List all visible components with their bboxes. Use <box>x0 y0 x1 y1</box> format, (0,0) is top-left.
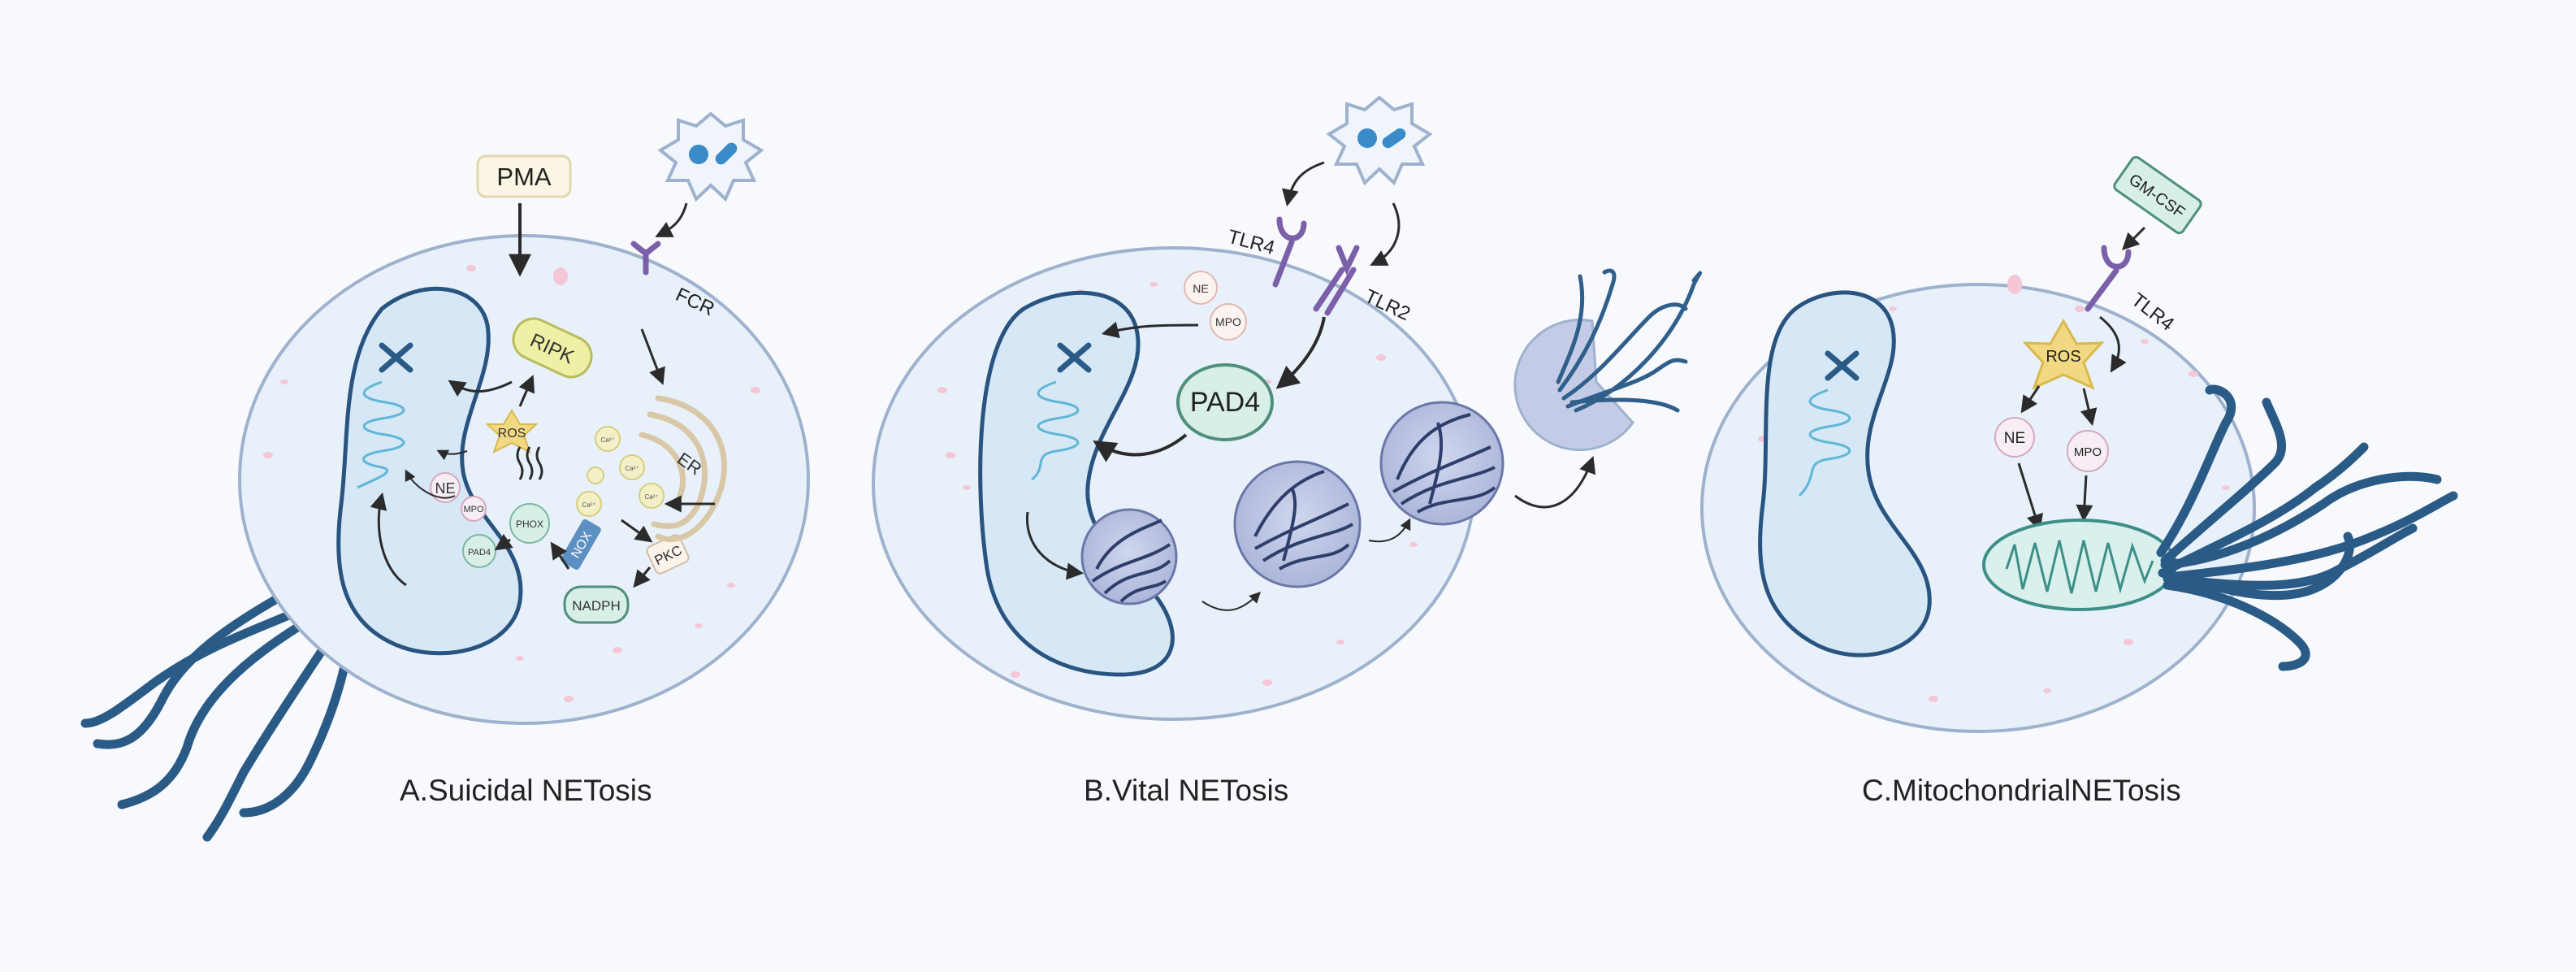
caption-panel-c: C.MitochondrialNETosis <box>1862 774 2181 807</box>
svg-text:Ca²⁺: Ca²⁺ <box>582 501 595 509</box>
panel-b: TLR4 TLR2 NE MPO PAD4 <box>872 95 1703 721</box>
pathogen-icon-b <box>1326 95 1433 186</box>
released-net-b <box>1513 268 1703 452</box>
mpo-label-a: MPO <box>463 505 484 514</box>
dna-coil-a <box>357 380 405 489</box>
ros-label-c: ROS <box>2046 348 2080 366</box>
svg-text:Ca²⁺: Ca²⁺ <box>600 436 614 444</box>
pma-box <box>476 154 572 198</box>
panel-c: GM-CSF TLR4 ROS NE MPO <box>1700 155 2458 733</box>
dna-coil-b <box>1031 380 1080 481</box>
ros-star-a <box>485 409 539 453</box>
dna-coil-c <box>1798 388 1851 497</box>
caption-panel-b: B.Vital NETosis <box>1084 774 1289 807</box>
svg-text:Ca²⁺: Ca²⁺ <box>625 465 639 472</box>
chromosome-icon-b <box>1057 342 1092 373</box>
nox-box <box>561 519 601 571</box>
fcr-receptor-a <box>630 241 661 276</box>
pathogen-icon-a <box>657 111 764 202</box>
chromosome-icon-c <box>1825 350 1859 381</box>
mitochondrion-c <box>1982 519 2177 611</box>
nadph-box <box>563 585 630 624</box>
mtdna-net-strands <box>2156 384 2458 671</box>
decondensed-chromatin-1 <box>1080 508 1178 605</box>
pma-label: PMA <box>496 163 552 191</box>
pkc-box <box>646 534 690 575</box>
chromosome-icon-a <box>379 342 413 373</box>
granules-c <box>1758 275 2230 702</box>
ne-label-a: NE <box>435 480 455 497</box>
tlr4-receptor-c <box>2085 245 2132 312</box>
net-strands-a <box>80 580 354 842</box>
ros-label-a: ROS <box>498 427 526 440</box>
ne-label-b: NE <box>1193 282 1208 295</box>
ne-label-c: NE <box>2004 430 2025 447</box>
panel-a: PMA FCR RIPK ROS NE MPO <box>80 111 810 842</box>
mpo-label-b: MPO <box>1215 315 1241 328</box>
caption-panel-a: A.Suicidal NETosis <box>400 774 652 807</box>
ros-star-c <box>2022 318 2105 390</box>
granules-a <box>263 265 760 702</box>
ripk-node: RIPK <box>512 317 593 379</box>
calcium-ions: Ca²⁺ Ca²⁺ Ca²⁺ Ca²⁺ <box>576 426 665 517</box>
decondensed-chromatin-3 <box>1379 401 1504 526</box>
nucleus-c <box>1758 290 1932 657</box>
tlr2-receptor-b <box>1313 245 1360 316</box>
nadph-label: NADPH <box>572 598 621 614</box>
pad4-label-b: PAD4 <box>1190 387 1260 418</box>
tlr4-receptor-b <box>1272 216 1307 288</box>
phox-label: PHOX <box>516 519 543 530</box>
gmcsf-box <box>2113 155 2202 235</box>
mpo-label-c: MPO <box>2074 445 2102 459</box>
pad4-node-b <box>1176 363 1274 441</box>
svg-text:Ca²⁺: Ca²⁺ <box>644 493 658 501</box>
pad4-label-a: PAD4 <box>468 548 491 558</box>
er-organelle <box>639 395 728 543</box>
decondensed-chromatin-2 <box>1233 460 1362 588</box>
